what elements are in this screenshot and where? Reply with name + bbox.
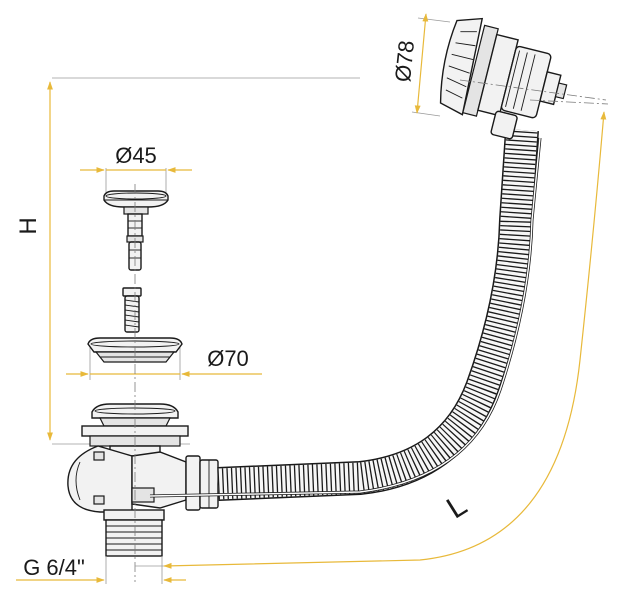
flange-diameter-label: Ø70 [207,346,249,371]
thread-size-label: G 6/4" [23,555,85,580]
center-lines [134,79,609,582]
plug-stopper [103,190,169,271]
threaded-pin [122,287,142,333]
length-dimension [135,111,607,569]
plug-diameter-label: Ø45 [115,143,157,168]
overflow-head [439,17,568,140]
overflow-diameter-label: Ø78 [390,39,419,83]
height-label: H [15,217,42,234]
height-dimension [47,77,360,445]
waste-body [67,403,219,557]
flexible-hose [149,128,542,501]
thread-dimension [16,556,186,584]
length-label: L [441,489,473,526]
